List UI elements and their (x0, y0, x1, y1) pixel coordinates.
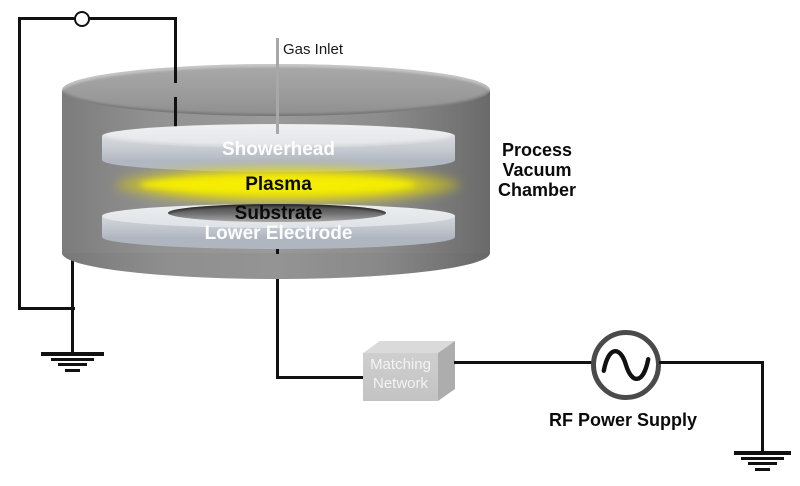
showerhead-label: Showerhead (222, 139, 335, 160)
showerhead-ground-wire-top (18, 17, 176, 20)
sine-wave-icon (601, 349, 651, 381)
matching-network-box-top (363, 341, 455, 353)
gas-inlet-tube (276, 38, 279, 134)
rf-feed-wire-vertical (276, 279, 279, 379)
ground-line (755, 468, 770, 471)
chamber-ground-wire-vertical (71, 256, 74, 354)
electrode-wire-stub (276, 246, 279, 254)
showerhead-feed-wire-upper (174, 17, 177, 83)
matching-network-label-line1: Matching (370, 356, 431, 373)
rf-source-icon (591, 330, 661, 400)
substrate-label: Substrate (234, 203, 323, 224)
substrate-recess (168, 204, 386, 222)
process-chamber-label-line3: Chamber (497, 180, 577, 200)
process-chamber-label: Process Vacuum Chamber (478, 140, 596, 200)
gas-inlet-label: Gas Inlet (283, 41, 344, 58)
process-chamber-label-line2: Vacuum (502, 160, 572, 180)
process-chamber-label-line1: Process (501, 140, 573, 160)
wire-rf-to-ground (659, 361, 764, 364)
ground-line (51, 358, 94, 361)
matching-network-box-front (363, 353, 438, 401)
matching-network-label: Matching Network (363, 355, 438, 393)
plasma-core (140, 177, 415, 192)
ground-line (41, 352, 104, 356)
matching-network-box: Matching Network (363, 341, 456, 401)
plasma-label: Plasma (245, 174, 312, 195)
ground-line (58, 363, 87, 366)
showerhead-feed-wire-lower (174, 97, 177, 131)
ground-line (741, 457, 784, 460)
right-ground-wire-vertical (761, 361, 764, 452)
ground-line (748, 462, 777, 465)
rf-power-supply-label: RF Power Supply (548, 410, 698, 430)
ground-wire-left-vertical (18, 17, 21, 310)
lower-electrode-label: Lower Electrode (204, 223, 353, 244)
rf-feed-wire-to-matching-network (276, 376, 366, 379)
terminal-node-icon (74, 11, 90, 27)
matching-network-label-line2: Network (372, 375, 428, 392)
ground-wire-junction-horizontal (18, 307, 75, 310)
ground-line (65, 369, 80, 372)
matching-network-box-side (438, 341, 455, 401)
ground-line (734, 451, 791, 455)
wire-matching-to-rf (454, 361, 593, 364)
